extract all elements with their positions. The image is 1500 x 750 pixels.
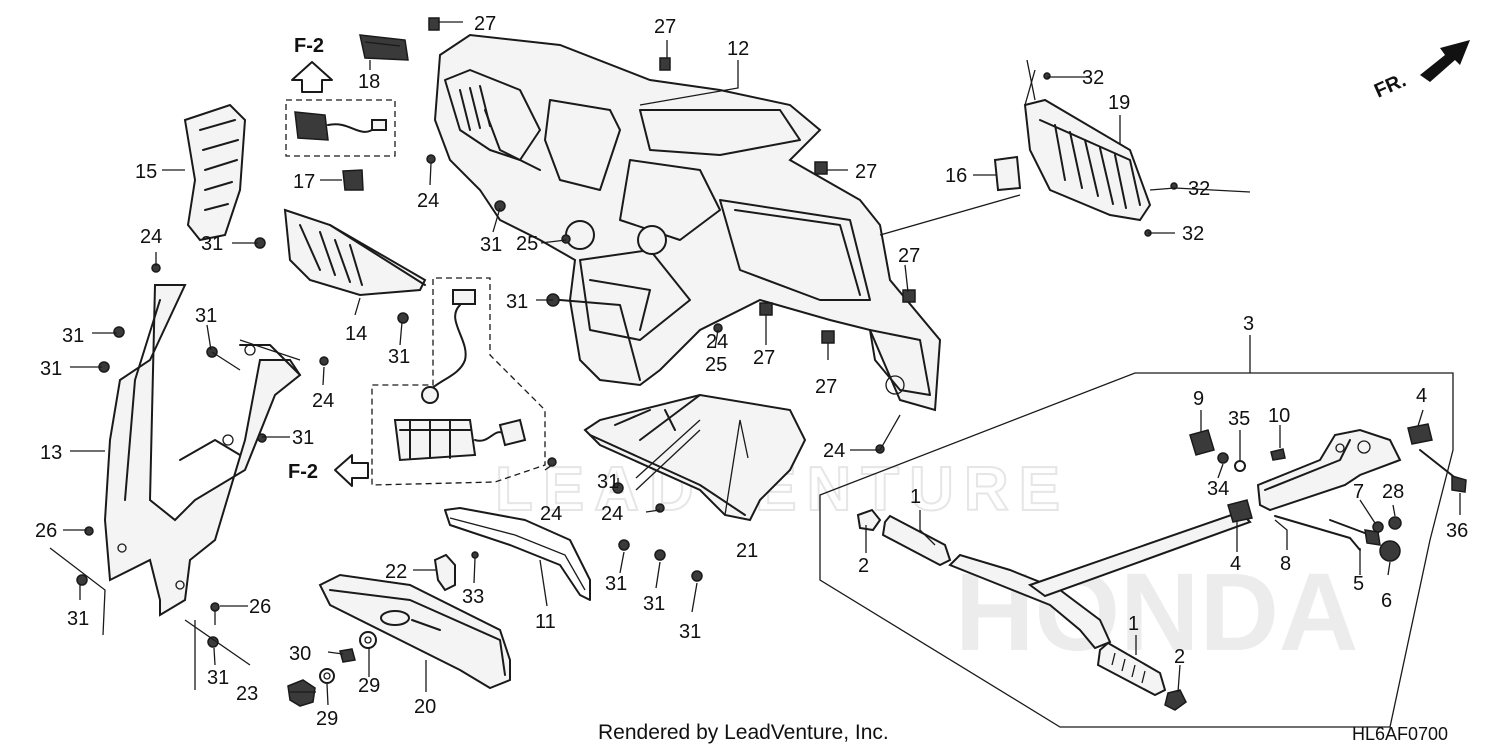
callout-31-k: 31	[643, 593, 665, 615]
callout-16: 16	[945, 165, 967, 187]
callout-31-j: 31	[605, 573, 627, 595]
callout-33: 33	[462, 586, 484, 608]
part-3-grab-handle-assembly[interactable]	[819, 372, 1467, 728]
callout-2-right-cap: 2	[1174, 646, 1185, 668]
switch-connector-box[interactable]	[285, 99, 396, 157]
callout-31-h: 31	[506, 291, 528, 313]
callout-34: 34	[1207, 478, 1229, 500]
wiring-harness-box[interactable]	[371, 277, 546, 486]
part-15-left-vent[interactable]	[183, 103, 247, 242]
footer-credit: Rendered by LeadVenture, Inc.	[598, 721, 889, 744]
callout-31-f: 31	[292, 427, 314, 449]
callout-22: 22	[385, 561, 407, 583]
part-13-left-side-panel[interactable]	[103, 284, 302, 617]
part-21-glove-box-tray[interactable]	[583, 393, 807, 522]
callout-27-a: 27	[474, 13, 496, 35]
reference-mark-top: F-2	[294, 35, 324, 57]
callout-29-a: 29	[358, 675, 380, 697]
callout-32-a: 32	[1082, 67, 1104, 89]
callout-24-e: 24	[540, 503, 562, 525]
part-17-clip[interactable]	[342, 169, 364, 191]
callout-35: 35	[1228, 408, 1250, 430]
callout-3-handle-assembly: 3	[1243, 313, 1254, 335]
part-23-knob[interactable]	[287, 679, 316, 707]
callout-31-n: 31	[207, 667, 229, 689]
callout-32-c: 32	[1182, 223, 1204, 245]
callout-20: 20	[414, 696, 436, 718]
callout-4-top: 4	[1416, 385, 1427, 407]
part-12-dashboard-panel[interactable]	[433, 33, 942, 412]
callout-26-b: 26	[249, 596, 271, 618]
callout-27-d: 27	[898, 245, 920, 267]
part-22-latch[interactable]	[433, 553, 456, 592]
callout-10: 10	[1268, 405, 1290, 427]
callout-31-b: 31	[201, 233, 223, 255]
callout-1-right-grip: 1	[1128, 613, 1139, 635]
callout-7: 7	[1353, 481, 1364, 503]
callout-31-c: 31	[62, 325, 84, 347]
callout-13: 13	[40, 442, 62, 464]
callout-30: 30	[289, 643, 311, 665]
callout-17: 17	[293, 171, 315, 193]
callout-19: 19	[1108, 92, 1130, 114]
callout-21: 21	[736, 540, 758, 562]
callout-31-d: 31	[40, 358, 62, 380]
callout-24-b: 24	[140, 226, 162, 248]
reference-mark-left: F-2	[288, 461, 318, 483]
callout-25-a: 25	[516, 233, 538, 255]
callout-31-e: 31	[195, 305, 217, 327]
callout-31-g: 31	[388, 346, 410, 368]
callout-4-bottom: 4	[1230, 553, 1241, 575]
callout-31-a: 31	[480, 234, 502, 256]
part-16-label-sticker[interactable]	[993, 155, 1022, 192]
callout-24-f: 24	[601, 503, 623, 525]
honda-watermark: HONDA	[955, 551, 1358, 674]
callout-24-a: 24	[417, 190, 439, 212]
callout-11: 11	[535, 611, 556, 633]
callout-29-b: 29	[316, 708, 338, 730]
callout-25-b: 25	[705, 354, 727, 376]
part-11-glove-box-seal[interactable]	[444, 507, 591, 601]
callout-24-d: 24	[823, 440, 845, 462]
callout-31-m: 31	[67, 608, 89, 630]
part-20-glove-box-lid[interactable]	[318, 573, 511, 690]
reference-arrow-left	[334, 454, 369, 487]
front-direction-label: FR.	[1371, 69, 1409, 102]
callout-36: 36	[1446, 520, 1468, 542]
callout-5: 5	[1353, 573, 1364, 595]
callout-31-i: 31	[597, 471, 619, 493]
callout-27-f: 27	[815, 376, 837, 398]
callout-8: 8	[1280, 553, 1291, 575]
reference-arrow-up	[291, 61, 333, 93]
callout-1-left-grip: 1	[910, 486, 921, 508]
callout-18: 18	[358, 71, 380, 93]
callout-9: 9	[1193, 388, 1204, 410]
leader-lines	[49, 21, 1461, 706]
callout-24-g: 24	[706, 331, 728, 353]
callout-2-left-cap: 2	[858, 555, 869, 577]
callout-15: 15	[135, 161, 157, 183]
front-direction-arrow	[1420, 40, 1470, 82]
callout-6: 6	[1381, 590, 1392, 612]
callout-31-l: 31	[679, 621, 701, 643]
part-19-right-vent[interactable]	[1023, 98, 1152, 222]
callout-28: 28	[1382, 481, 1404, 503]
callout-23: 23	[236, 683, 258, 705]
part-29-30-washers[interactable]	[319, 631, 377, 684]
callout-14: 14	[345, 323, 367, 345]
callout-labels: 1 1 2 2 3 4 4 5 6 7 8 9 10 11 12 13 14 1…	[35, 13, 1468, 730]
callout-12: 12	[727, 38, 749, 60]
callout-24-c: 24	[312, 390, 334, 412]
callout-26-a: 26	[35, 520, 57, 542]
callout-27-b: 27	[654, 16, 676, 38]
callout-27-e: 27	[753, 347, 775, 369]
diagram-code: HL6AF0700	[1352, 724, 1448, 744]
part-14-lower-left-cover[interactable]	[283, 208, 427, 297]
callout-32-b: 32	[1188, 178, 1210, 200]
part-18-switch[interactable]	[359, 34, 409, 61]
callout-27-c: 27	[855, 161, 877, 183]
